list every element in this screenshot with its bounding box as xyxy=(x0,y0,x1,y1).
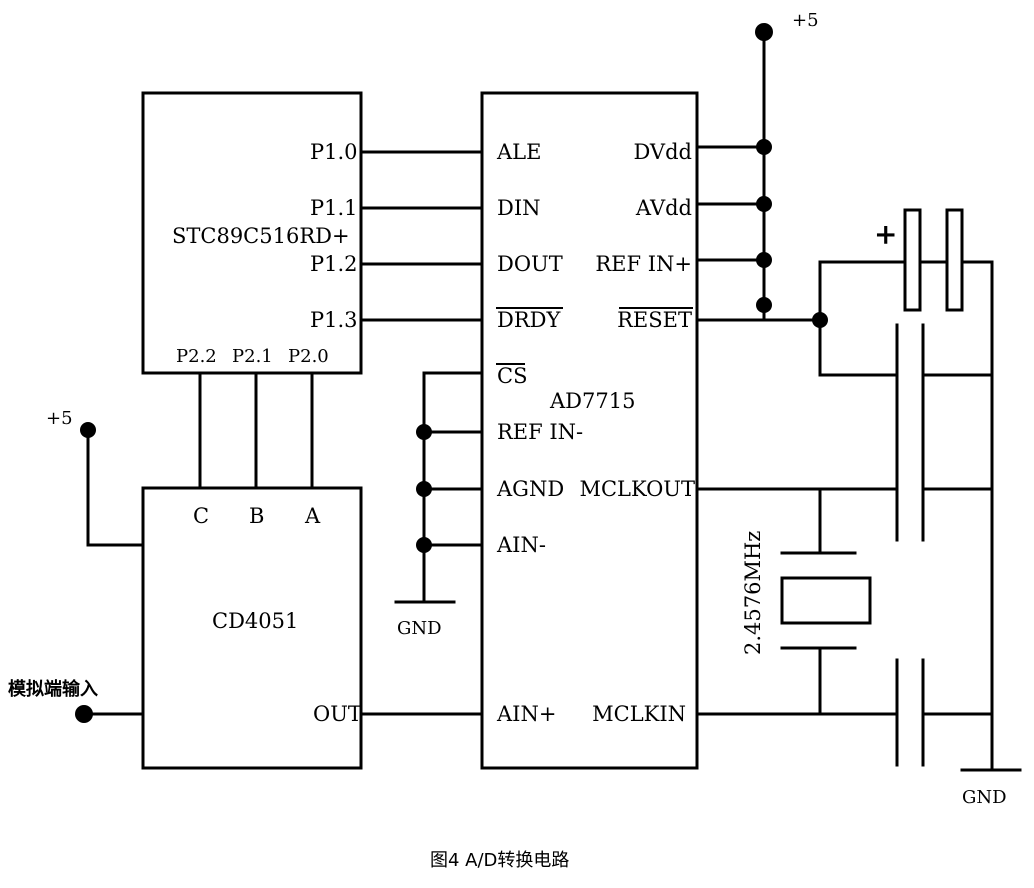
left-gnd-bus xyxy=(394,371,484,604)
adc-pin-ain-minus: AIN- xyxy=(496,533,546,557)
decoupling-capacitors xyxy=(895,323,925,767)
mcu-pin-p1-1: P1.1 xyxy=(310,196,358,220)
adc-pin-ale: ALE xyxy=(496,140,541,164)
analog-input-label: 模拟端输入 xyxy=(8,678,98,700)
mcu-pin-p2-2: P2.2 xyxy=(176,346,217,367)
electrolytic-cap-plate-1 xyxy=(903,208,922,312)
right-vcc-rail xyxy=(695,30,766,322)
gnd-junction-ref xyxy=(416,424,432,440)
gnd-junction-ain xyxy=(416,537,432,553)
adc-pin-cs: CS xyxy=(497,364,527,388)
reset-junction xyxy=(812,312,828,328)
mux-pin-c: C xyxy=(193,504,209,528)
vcc-junction-reset xyxy=(756,297,772,313)
vcc-left-label: +5 xyxy=(46,408,73,429)
mcu-pin-p1-3: P1.3 xyxy=(310,308,358,332)
adc-pin-ain-plus: AIN+ xyxy=(496,702,556,726)
gnd-left-label: GND xyxy=(397,618,442,639)
mux-vcc-wire xyxy=(86,428,145,547)
mux-chip-box xyxy=(141,486,363,770)
vcc-top-label: +5 xyxy=(792,10,819,31)
mcu-name-label: STC89C516RD+ xyxy=(172,224,350,248)
adc-name-label: AD7715 xyxy=(549,389,635,413)
mcu-chip-box xyxy=(141,91,363,375)
mux-name-label: CD4051 xyxy=(212,609,298,633)
mcu-pin-p2-1: P2.1 xyxy=(232,346,273,367)
mcu-pin-p2-0: P2.0 xyxy=(288,346,329,367)
adc-chip-box xyxy=(480,91,699,770)
adc-pin-din: DIN xyxy=(497,196,541,220)
vcc-left-terminal xyxy=(80,422,96,438)
adc-pin-mclkin: MCLKIN xyxy=(592,702,686,726)
mcu-pin-p1-2: P1.2 xyxy=(310,252,358,276)
mcu-pin-p1-0: P1.0 xyxy=(310,140,358,164)
electrolytic-cap-plate-2 xyxy=(945,208,964,312)
adc-pin-dvdd: DVdd xyxy=(633,140,692,164)
mclk-wires xyxy=(695,487,994,716)
figure-caption: 图4 A/D转换电路 xyxy=(430,850,569,871)
mcu-mux-select-wires xyxy=(198,371,314,490)
vcc-junction-avdd xyxy=(756,196,772,212)
analog-input-terminal xyxy=(75,705,93,723)
mcu-adc-bus-wires xyxy=(359,150,484,322)
adc-pin-dout: DOUT xyxy=(497,252,563,276)
vcc-junction-refin xyxy=(756,252,772,268)
adc-pin-reset: RESET xyxy=(617,308,692,332)
adc-pin-mclkout: MCLKOUT xyxy=(579,477,695,501)
mux-pin-b: B xyxy=(249,504,264,528)
gnd-junction-agnd xyxy=(416,481,432,497)
adc-pin-ref-in-minus: REF IN- xyxy=(497,420,583,444)
adc-pin-ref-in-plus: REF IN+ xyxy=(595,252,692,276)
adc-pin-drdy: DRDY xyxy=(497,308,561,332)
mux-pin-out: OUT xyxy=(313,702,362,726)
gnd-right-label: GND xyxy=(962,787,1007,808)
vcc-junction-dvdd xyxy=(756,139,772,155)
crystal-frequency-label: 2.4576MHz xyxy=(741,531,765,655)
cap-polarity-label: + xyxy=(874,218,897,251)
adc-pin-avdd: AVdd xyxy=(635,196,692,220)
adc-pin-agnd: AGND xyxy=(496,477,564,501)
vcc-top-terminal xyxy=(755,23,773,41)
mux-pin-a: A xyxy=(304,504,321,528)
right-gnd-rail xyxy=(960,260,1022,772)
crystal xyxy=(780,551,872,650)
